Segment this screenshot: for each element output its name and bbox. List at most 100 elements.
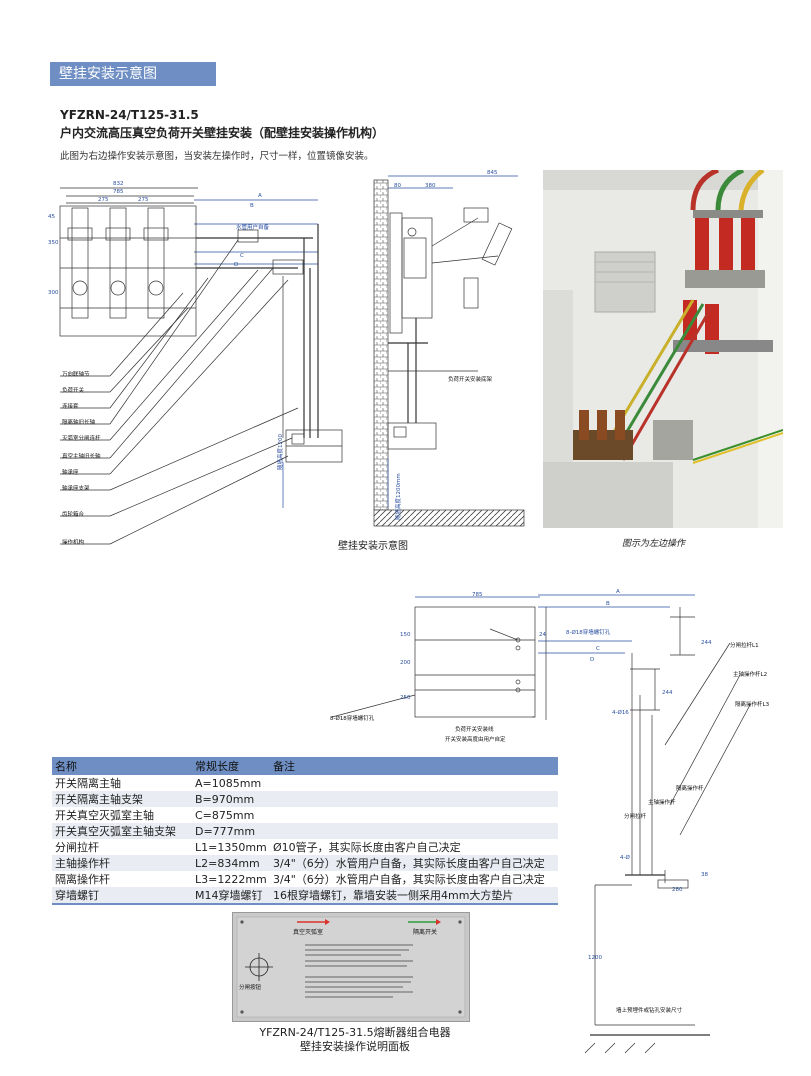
dim-380: 380 — [425, 183, 436, 189]
cell: 开关真空灭弧室主轴 — [55, 809, 154, 822]
section-title: 壁挂安装示意图 — [50, 62, 216, 86]
wall-note: 墙上预埋件或钻孔安装尺寸 — [616, 1008, 683, 1014]
col-name: 名称 — [52, 757, 192, 775]
table-row: 隔离操作杆 L3=1222mm 3/4"（6分）水管用户自备，其实际长度由客户自己决… — [52, 871, 558, 887]
bolt-hole-top: 8-Ø18穿墙螺钉孔 — [566, 630, 611, 636]
cell — [270, 823, 558, 839]
callout-9: 齿轮箱合 — [62, 512, 85, 518]
hole-4-16: 4-Ø16 — [612, 710, 629, 716]
panel-iso-label: 隔离开关 — [413, 929, 438, 936]
panel-caption-line2: 壁挂安装操作说明面板 — [300, 1040, 410, 1053]
dim-D: D — [234, 262, 239, 268]
cell: Ø10管子，其实际长度由客户自己决定 — [273, 841, 461, 854]
dim-B: B — [250, 203, 254, 209]
mount-dim-C: C — [596, 646, 600, 652]
pipe-note: 水管用户自备 — [236, 225, 270, 231]
mount-dim-200: 200 — [400, 660, 411, 666]
cell — [270, 807, 558, 823]
mount-dim-244a: 244 — [701, 640, 712, 646]
mount-dim-250: 250 — [400, 695, 411, 701]
panel-caption-line1: YFZRN-24/T125-31.5熔断器组合电器 — [259, 1026, 451, 1039]
iso-rod-label: 隔离操作杆 — [676, 786, 704, 792]
front-elevation-drawing — [59, 187, 343, 545]
mount-note: 开关安装高度由用户自定 — [445, 737, 506, 743]
mount-dim-B: B — [606, 601, 610, 607]
mount-line: 负荷开关安装线 — [455, 727, 494, 733]
panel-caption: YFZRN-24/T125-31.5熔断器组合电器 壁挂安装操作说明面板 — [200, 1026, 510, 1054]
bolt-hole-left: 8-Ø18穿墙螺钉孔 — [330, 716, 375, 722]
cell: 隔离操作杆 — [55, 873, 110, 886]
side-bottom-note: 随墙高度1200mm — [396, 473, 402, 520]
rod-l3: 隔离操作杆L3 — [735, 702, 770, 708]
cell: 16根穿墙螺钉，靠墙安装一侧采用4mm大方垫片 — [270, 887, 558, 905]
dim-832: 832 — [113, 181, 124, 187]
panel-vacuum-label: 真空灭弧室 — [293, 929, 324, 936]
installation-photo — [543, 170, 783, 528]
callout-7: 轴承座 — [62, 470, 79, 476]
mount-dim-A: A — [616, 589, 620, 595]
dim-845: 845 — [487, 170, 498, 176]
cell: 3/4"（6分）水管用户自备，其实际长度由客户自己决定 — [273, 873, 545, 886]
mounting-dimension-drawing — [331, 594, 751, 1054]
callout-6: 真空主轴旧长轴 — [62, 454, 101, 460]
photo-caption: 图示为左边操作 — [622, 539, 686, 549]
cell: 分闸拉杆 — [55, 841, 99, 854]
dim-350: 350 — [48, 240, 59, 246]
cell: B=970mm — [192, 791, 270, 807]
cell: D=777mm — [192, 823, 270, 839]
cell: L3=1222mm — [195, 872, 267, 886]
table-row: 开关真空灭弧室主轴 C=875mm — [52, 807, 558, 823]
mount-dim-24: 24 — [539, 632, 546, 638]
cell: L1=1350mm — [195, 840, 267, 854]
cell: 3/4"（6分）水管用户自备，其实际长度由客户自己决定 — [270, 855, 558, 871]
mount-dim-150: 150 — [400, 632, 411, 638]
callout-8: 轴承座支架 — [62, 486, 90, 492]
callout-5: 灭弧室分闸连杆 — [62, 436, 101, 442]
instruction-panel: 真空灭弧室 隔离开关 分闸按钮 — [232, 912, 470, 1022]
product-title: 户内交流高压真空负荷开关壁挂安装（配壁挂安装操作机构） — [60, 126, 385, 140]
callout-4: 隔离轴旧长轴 — [62, 420, 96, 426]
mount-dim-785: 785 — [472, 592, 483, 598]
cell: 开关隔离主轴支架 — [52, 791, 192, 807]
model-number: YFZRN-24/T125-31.5 — [60, 108, 199, 122]
table-row: 分闸拉杆 L1=1350mm Ø10管子，其实际长度由客户自己决定 — [52, 839, 558, 855]
dim-C: C — [240, 253, 244, 259]
cell: L2=834mm — [192, 855, 270, 871]
callout-2: 负荷开关 — [62, 388, 85, 394]
mount-dim-244b: 244 — [662, 690, 673, 696]
dim-785: 785 — [113, 189, 124, 195]
rod-l2: 主轴操作杆L2 — [733, 672, 768, 678]
callout-3: 连接套 — [62, 404, 79, 410]
callout-1: 万向联轴节 — [62, 372, 90, 378]
cell: C=875mm — [195, 808, 255, 822]
dim-A: A — [258, 193, 262, 199]
dim-275a: 275 — [98, 197, 109, 203]
side-drawing-caption: 壁挂安装示意图 — [338, 541, 408, 552]
panel-split-label: 分闸按钮 — [239, 985, 262, 991]
cell — [270, 791, 558, 807]
split-rod-label: 分闸拉杆 — [624, 814, 647, 820]
mount-dim-280: 280 — [672, 887, 683, 893]
mount-dim-38: 38 — [701, 872, 708, 878]
rod-l1: 分闸拉杆L1 — [730, 643, 759, 649]
col-length: 常规长度 — [192, 757, 270, 775]
callout-10: 操作机构 — [62, 540, 85, 546]
cell: 穿墙螺钉 — [52, 887, 192, 905]
mount-dim-D: D — [590, 657, 595, 663]
install-note: 此图为右边操作安装示意图，当安装左操作时，尺寸一样，位置镜像安装。 — [60, 151, 374, 162]
cell: 开关隔离主轴 — [55, 777, 121, 790]
bracket-label: 负荷开关安装底架 — [448, 377, 493, 383]
dim-80: 80 — [394, 183, 401, 189]
col-remark: 备注 — [270, 757, 558, 775]
cell: M14穿墙螺钉 — [192, 887, 270, 905]
hole-4-b: 4-Ø — [620, 855, 630, 861]
dim-275b: 275 — [138, 197, 149, 203]
cell: 主轴操作杆 — [52, 855, 192, 871]
dim-300: 300 — [48, 290, 59, 296]
cell: 开关真空灭弧室主轴支架 — [52, 823, 192, 839]
